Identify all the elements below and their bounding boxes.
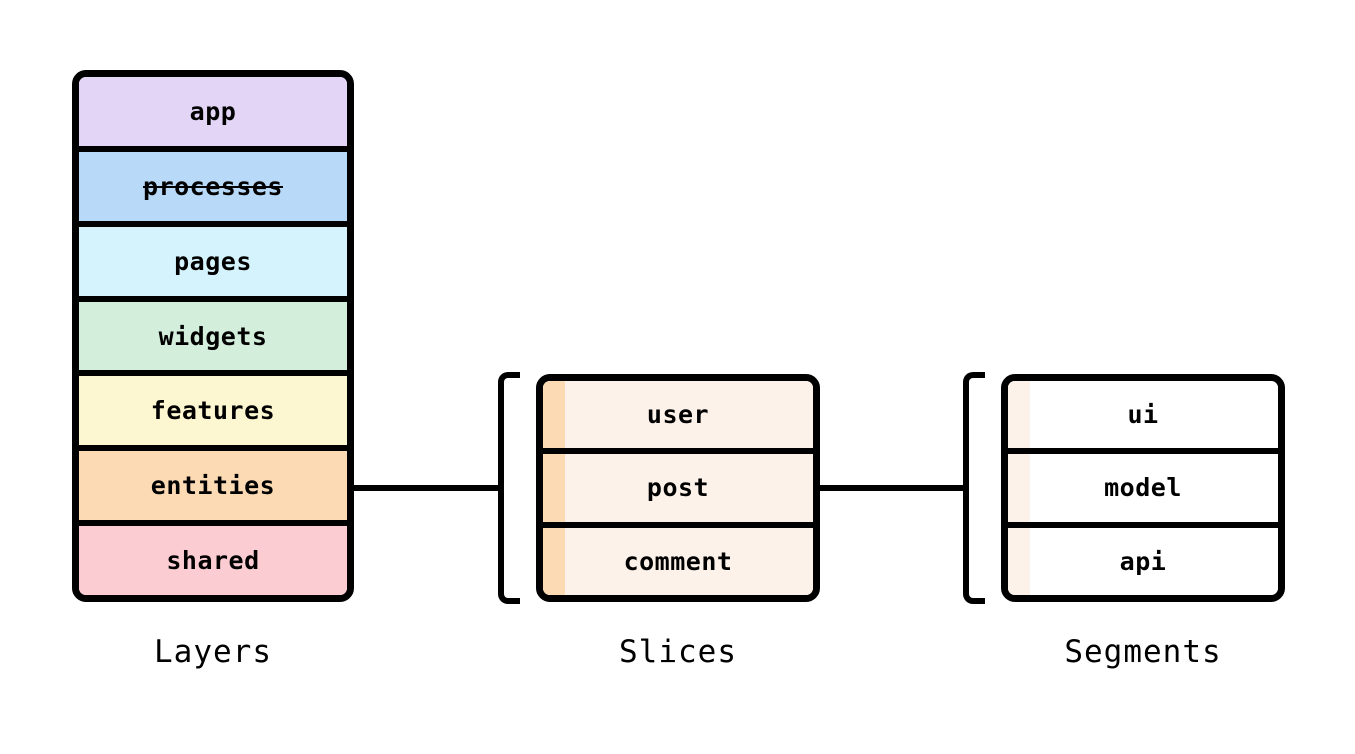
layer-label-pages: pages <box>174 246 252 276</box>
layer-row-app[interactable]: app <box>79 77 347 152</box>
segment-accent-strip <box>1008 381 1030 449</box>
slice-row-comment[interactable]: comment <box>543 527 813 595</box>
connector-layers-to-slices <box>353 485 503 491</box>
segment-accent-strip <box>1008 527 1030 595</box>
slice-accent-strip <box>543 381 565 449</box>
slice-accent-strip <box>543 527 565 595</box>
segments-bracket-icon <box>963 372 985 604</box>
slice-accent-strip <box>543 454 565 522</box>
segment-row-ui[interactable]: ui <box>1008 381 1278 455</box>
slice-label-post: post <box>646 473 710 503</box>
slice-label-comment: comment <box>623 546 733 576</box>
layer-label-shared: shared <box>166 546 260 576</box>
caption-layers: Layers <box>154 634 272 670</box>
slice-label-user: user <box>646 400 710 430</box>
layer-label-widgets: widgets <box>158 321 268 351</box>
layer-row-features[interactable]: features <box>79 376 347 452</box>
layer-row-shared[interactable]: shared <box>79 526 347 595</box>
segments-stack: ui model api <box>1001 374 1285 602</box>
layer-row-widgets[interactable]: widgets <box>79 301 347 377</box>
layer-label-entities: entities <box>150 471 276 501</box>
segment-label-ui: ui <box>1127 400 1159 430</box>
segment-row-api[interactable]: api <box>1008 527 1278 595</box>
layer-row-pages[interactable]: pages <box>79 226 347 302</box>
segment-accent-strip <box>1008 454 1030 522</box>
segment-label-api: api <box>1119 546 1167 576</box>
slice-row-post[interactable]: post <box>543 454 813 528</box>
slices-stack: user post comment <box>536 374 820 602</box>
layer-label-processes: processes <box>143 171 283 201</box>
layer-row-processes[interactable]: processes <box>79 151 347 227</box>
connector-slices-to-segments <box>818 485 968 491</box>
caption-segments: Segments <box>1064 634 1222 670</box>
layer-row-entities[interactable]: entities <box>79 451 347 527</box>
layer-label-app: app <box>189 96 237 126</box>
slice-row-user[interactable]: user <box>543 381 813 455</box>
slices-bracket-icon <box>498 372 520 604</box>
layer-label-features: features <box>150 396 276 426</box>
layers-stack: app processes pages widgets features ent… <box>72 70 354 602</box>
caption-slices: Slices <box>619 634 737 670</box>
segment-label-model: model <box>1104 473 1182 503</box>
segment-row-model[interactable]: model <box>1008 454 1278 528</box>
